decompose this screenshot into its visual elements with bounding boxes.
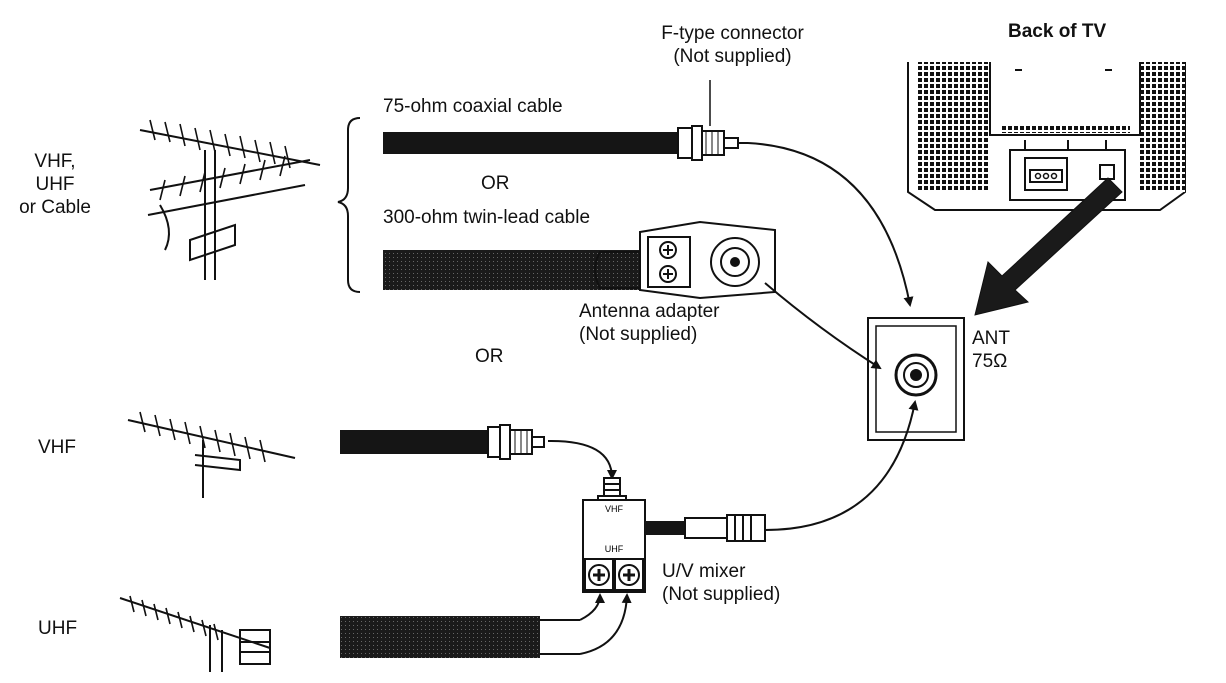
- uv-mixer-label: U/V mixer (Not supplied): [662, 560, 780, 606]
- uhf-antenna-label: UHF: [38, 618, 78, 639]
- uhf-cable-icon: [340, 593, 632, 658]
- ant-terminal-label: ANT 75Ω: [972, 327, 1010, 373]
- antenna-adapter-label: Antenna adapter (Not supplied): [579, 300, 720, 346]
- coaxial-cable-icon: [383, 80, 748, 161]
- antenna-adapter-line-2: (Not supplied): [579, 324, 698, 345]
- uv-mixer-icon: [582, 477, 766, 593]
- twin-lead-cable-label: 300-ohm twin-lead cable: [383, 207, 591, 228]
- uhf-antenna-icon: [119, 595, 271, 672]
- or-label-setups: OR: [475, 346, 504, 367]
- big-arrow-icon: [974, 177, 1123, 316]
- mixer-uhf-label: UHF: [605, 544, 624, 554]
- combined-label-line-2: UHF: [35, 174, 75, 195]
- vhf-antenna-icon: [127, 411, 296, 498]
- mixer-vhf-label: VHF: [605, 504, 624, 514]
- combined-label-line-1: VHF,: [34, 151, 76, 172]
- combined-antenna-label: VHF, UHF or Cable: [15, 150, 95, 219]
- connection-lines: [547, 142, 919, 531]
- vhf-cable-icon: [340, 424, 545, 460]
- coaxial-cable-label: 75-ohm coaxial cable: [383, 96, 563, 117]
- brace-icon: [337, 117, 361, 293]
- or-label-cables: OR: [481, 173, 510, 194]
- uv-mixer-line-2: (Not supplied): [662, 584, 781, 605]
- f-type-connector-label: F-type connector (Not supplied): [640, 22, 825, 68]
- combined-label-line-3: or Cable: [19, 197, 91, 218]
- tv-back-icon: [907, 62, 1186, 211]
- wall-plate-icon: [867, 317, 965, 441]
- antenna-adapter-line-1: Antenna adapter: [579, 301, 720, 322]
- back-of-tv-title: Back of TV: [1008, 21, 1107, 42]
- f-type-line-2: (Not supplied): [673, 46, 792, 67]
- ant-label-line-2: 75Ω: [972, 351, 1008, 372]
- ant-label-line-1: ANT: [972, 328, 1010, 349]
- uv-mixer-line-1: U/V mixer: [662, 561, 746, 582]
- antenna-adapter-icon: [639, 220, 776, 300]
- combined-antenna-icon: [139, 119, 321, 280]
- twin-lead-cable-icon: [383, 250, 653, 290]
- f-type-line-1: F-type connector: [661, 23, 804, 44]
- vhf-antenna-label: VHF: [38, 437, 76, 458]
